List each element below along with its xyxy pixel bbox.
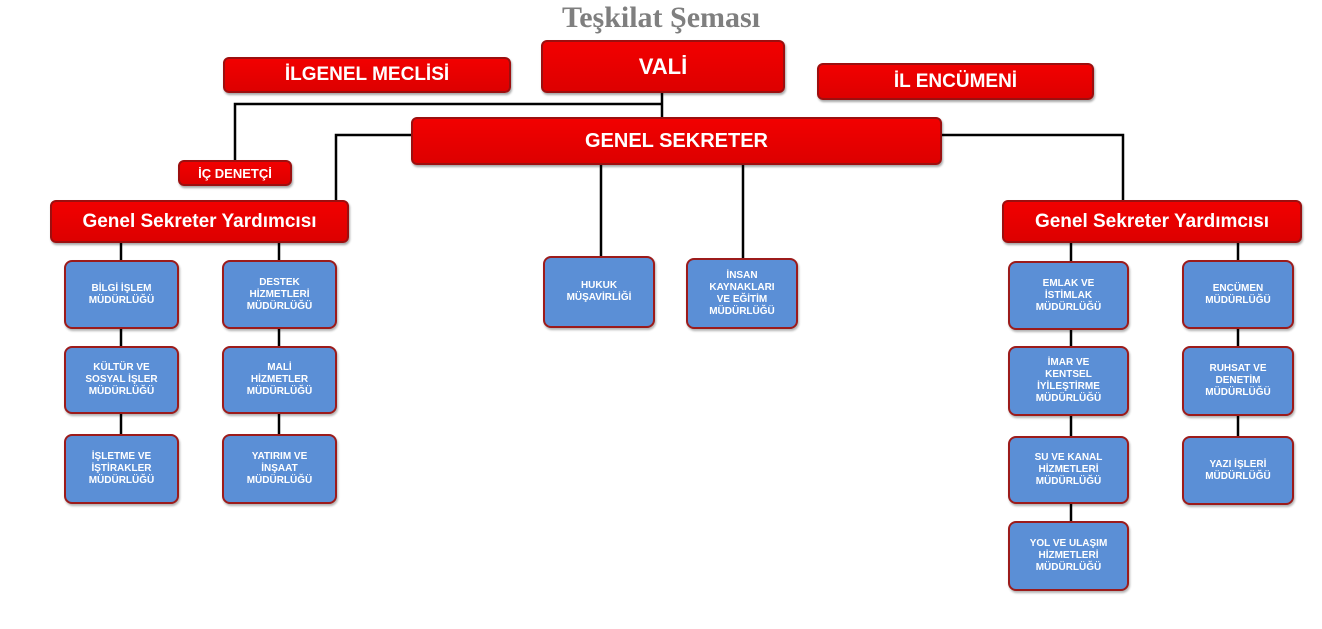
vali-box: VALİ bbox=[541, 40, 785, 93]
genel-sekreter-box: GENEL SEKRETER bbox=[411, 117, 942, 165]
encumen-mudurlugu-box: ENCÜMEN MÜDÜRLÜĞÜ bbox=[1182, 260, 1294, 329]
destek-hizmetleri-box: DESTEK HİZMETLERİ MÜDÜRLÜĞÜ bbox=[222, 260, 337, 329]
ic-denetci-box: İÇ DENETÇİ bbox=[178, 160, 292, 186]
il-encumeni-box: İL ENCÜMENİ bbox=[817, 63, 1094, 100]
insan-kaynaklari-box: İNSAN KAYNAKLARI VE EĞİTİM MÜDÜRLÜĞÜ bbox=[686, 258, 798, 329]
mali-hizmetler-box: MALİ HİZMETLER MÜDÜRLÜĞÜ bbox=[222, 346, 337, 414]
hukuk-musavirligi-box: HUKUK MÜŞAVİRLİĞİ bbox=[543, 256, 655, 328]
chart-title: Teşkilat Şeması bbox=[561, 1, 761, 34]
ruhsat-denetim-box: RUHSAT VE DENETİM MÜDÜRLÜĞÜ bbox=[1182, 346, 1294, 416]
left-genel-sekreter-yardimcisi: Genel Sekreter Yardımcısı bbox=[50, 200, 349, 243]
yatirim-insaat-box: YATIRIM VE İNŞAAT MÜDÜRLÜĞÜ bbox=[222, 434, 337, 504]
emlak-istimlak-box: EMLAK VE İSTİMLAK MÜDÜRLÜĞÜ bbox=[1008, 261, 1129, 330]
kultur-sosyal-box: KÜLTÜR VE SOSYAL İŞLER MÜDÜRLÜĞÜ bbox=[64, 346, 179, 414]
right-genel-sekreter-yardimcisi: Genel Sekreter Yardımcısı bbox=[1002, 200, 1302, 243]
il-genel-meclisi-box: İLGENEL MECLİSİ bbox=[223, 57, 511, 93]
isletme-istirakler-box: İŞLETME VE İŞTİRAKLER MÜDÜRLÜĞÜ bbox=[64, 434, 179, 504]
yol-ulasim-box: YOL VE ULAŞIM HİZMETLERİ MÜDÜRLÜĞÜ bbox=[1008, 521, 1129, 591]
imar-kentsel-box: İMAR VE KENTSEL İYİLEŞTİRME MÜDÜRLÜĞÜ bbox=[1008, 346, 1129, 416]
bilgi-islem-box: BİLGİ İŞLEM MÜDÜRLÜĞÜ bbox=[64, 260, 179, 329]
yazi-isleri-box: YAZI İŞLERİ MÜDÜRLÜĞÜ bbox=[1182, 436, 1294, 505]
su-kanal-box: SU VE KANAL HİZMETLERİ MÜDÜRLÜĞÜ bbox=[1008, 436, 1129, 504]
